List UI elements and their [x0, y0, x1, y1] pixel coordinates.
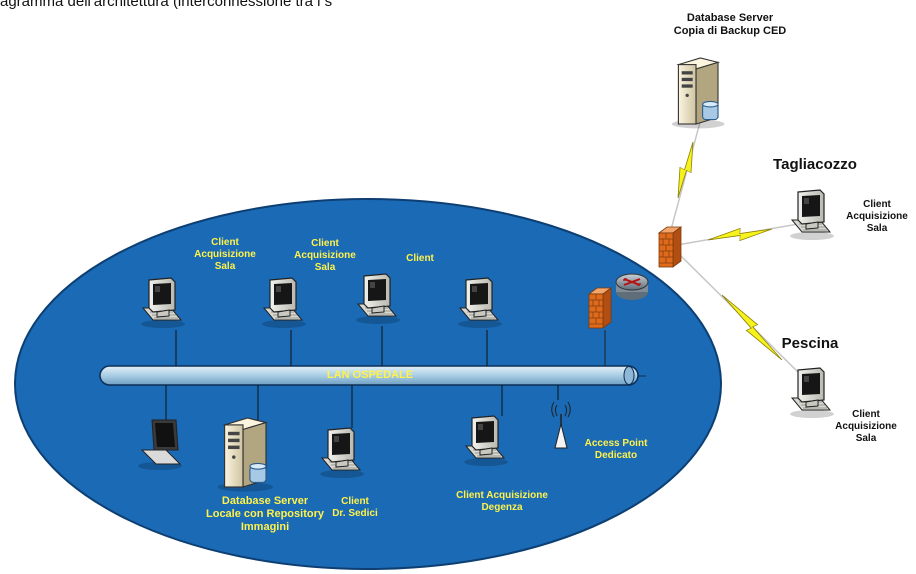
lan-bottom-label-2: Database Server Locale con Repository Im…	[206, 495, 324, 533]
top-caption-cropped: agramma dell'architettura (interconnessi…	[0, 0, 333, 10]
remote-db-server-icon	[671, 57, 726, 129]
edge-firewall-icon	[658, 226, 682, 268]
tagliacozzo-client-label: Client Acquisizione Sala	[846, 199, 908, 234]
edge-router-icon	[615, 273, 649, 301]
db-backup-label-line2: Copia di Backup CED	[673, 25, 787, 37]
db-backup-label-line1: Database Server	[686, 12, 774, 24]
wan-bolt-pescina	[717, 290, 787, 365]
wan-bolt-db-backup	[671, 140, 700, 200]
pescina-client-label: Client Acquisizione Sala	[835, 409, 897, 444]
lan-top-label-3: Client	[406, 253, 434, 264]
lan-bottom-label-3: Client Dr. Sedici	[332, 496, 378, 519]
lan-bottom-server-2	[217, 417, 274, 493]
site-pescina: Pescina	[781, 335, 839, 352]
lan-top-label-2: Client Acquisizione Sala	[294, 238, 356, 273]
lan-bottom-label-5: Access Point Dedicato	[584, 438, 648, 461]
lan-bus-label: LAN OSPEDALE	[326, 369, 414, 381]
lan-top-label-1: Client Acquisizione Sala	[194, 237, 256, 272]
lan-bottom-label-4: Client Acquisizione Degenza	[456, 490, 548, 513]
lan-drops	[165, 326, 559, 428]
site-tagliacozzo: Tagliacozzo	[773, 156, 857, 173]
wan-bolt-tagliacozzo	[706, 222, 774, 247]
lan-top-firewall-5	[588, 287, 612, 329]
lan-bus	[99, 365, 646, 386]
tagliacozzo-computer-icon	[789, 189, 835, 241]
